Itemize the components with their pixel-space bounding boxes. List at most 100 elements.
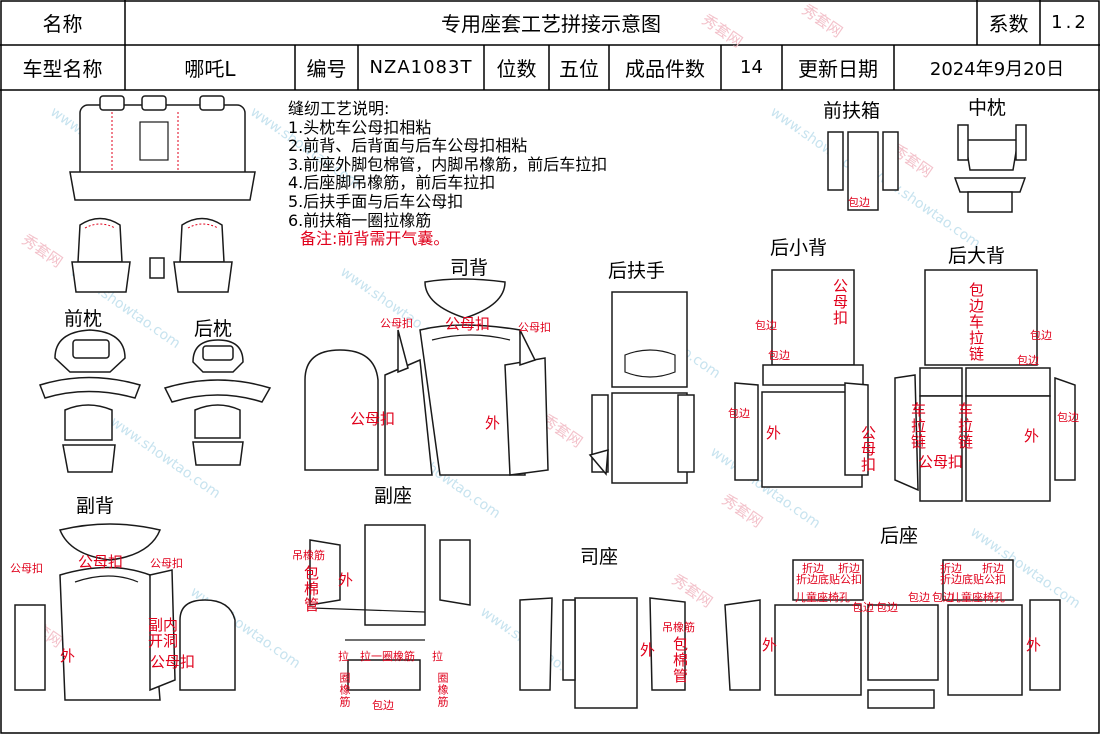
annot-snap: 公母扣 bbox=[150, 653, 196, 671]
label-rear-armrest: 后扶手 bbox=[608, 260, 666, 282]
passenger-back-pieces bbox=[14, 523, 236, 701]
seat-overview bbox=[69, 95, 256, 293]
annot-wrap-zipper: 包边车拉链 bbox=[967, 282, 985, 362]
pieces-label: 成品件数 bbox=[625, 57, 705, 81]
annot-circle-elastic: 圈橡筋 bbox=[338, 672, 351, 708]
annot-outside: 外 bbox=[338, 571, 354, 589]
annot-hem: 包边 bbox=[932, 591, 954, 604]
rear-seat-pieces bbox=[724, 559, 1061, 709]
label-rear-small-back: 后小背 bbox=[770, 237, 828, 259]
annot-hem: 包边 bbox=[372, 699, 394, 712]
annot-inner-airbag: 副内开洞 bbox=[148, 616, 179, 650]
label-front-armbox: 前扶箱 bbox=[823, 100, 881, 122]
annot-snap: 公母扣 bbox=[150, 557, 183, 570]
seats-value: 五位 bbox=[559, 57, 599, 81]
code-label: 编号 bbox=[306, 57, 347, 81]
sheet-title: 专用座套工艺拼接示意图 bbox=[441, 12, 661, 36]
sewing-notes: 缝纫工艺说明: 1.头枕车公母扣相粘 2.前背、后背面与后车公母扣相粘 3.前座… bbox=[288, 99, 608, 249]
name-label: 名称 bbox=[42, 12, 83, 36]
label-front-pillow: 前枕 bbox=[64, 308, 103, 330]
annot-snap: 公母扣 bbox=[380, 317, 413, 330]
annot-outside: 外 bbox=[1026, 636, 1042, 654]
label-driver-seat: 司座 bbox=[580, 546, 619, 568]
annot-hem: 包边 bbox=[876, 601, 898, 614]
annot-pull-elastic-loop: 拉一圈橡筋 bbox=[360, 650, 415, 663]
annot-side-hem: 包棉管 bbox=[671, 636, 689, 684]
annot-fold-edge: 折边 bbox=[802, 562, 824, 575]
model-label: 车型名称 bbox=[22, 57, 103, 81]
annot-hem: 包边 bbox=[1017, 354, 1039, 367]
rear-big-back-pieces bbox=[894, 269, 1076, 502]
coef-label: 系数 bbox=[988, 12, 1029, 36]
code-value: NZA1083T bbox=[369, 57, 473, 78]
notes-title: 缝纫工艺说明: bbox=[288, 99, 390, 118]
annot-hem: 包边 bbox=[1030, 329, 1052, 342]
front-pillow-pieces bbox=[39, 329, 141, 473]
rear-armrest-pieces bbox=[588, 291, 695, 484]
annot-fold-edge: 折边 bbox=[982, 562, 1004, 575]
label-passenger-seat: 副座 bbox=[374, 485, 413, 507]
notes-remark: 备注:前背需开气囊。 bbox=[300, 229, 450, 249]
passenger-seat-pieces bbox=[309, 524, 471, 691]
annot-child-seat-hole: 儿童座椅孔 bbox=[795, 591, 850, 604]
annot-snap: 公母扣 bbox=[518, 321, 551, 334]
annot-hem: 包边 bbox=[908, 591, 930, 604]
annot-pull: 拉 bbox=[338, 650, 349, 663]
pieces-value: 14 bbox=[740, 57, 763, 78]
annot-fold-edge: 折边 bbox=[838, 562, 860, 575]
annot-snap: 公母扣 bbox=[918, 453, 964, 471]
annot-hem: 包边 bbox=[852, 601, 874, 614]
coef-value: 1.2 bbox=[1051, 12, 1089, 33]
rear-pillow-pieces bbox=[163, 339, 272, 466]
annot-hem: 包边 bbox=[755, 319, 777, 332]
annot-circle-elastic: 圈橡筋 bbox=[436, 672, 449, 708]
front-armbox-pieces bbox=[827, 131, 899, 211]
annot-hang-elastic-v: 吊橡筋 bbox=[662, 621, 695, 634]
seats-label: 位数 bbox=[496, 57, 537, 81]
date-label: 更新日期 bbox=[798, 57, 878, 81]
driver-seat-pieces bbox=[519, 597, 686, 709]
middle-pillow-pieces bbox=[953, 124, 1027, 213]
annot-hem: 包边 bbox=[1057, 411, 1079, 424]
label-rear-pillow: 后枕 bbox=[194, 318, 233, 340]
label-rear-seat: 后座 bbox=[880, 525, 919, 547]
annot-hang-elastic: 吊橡筋 bbox=[292, 549, 325, 562]
driver-back-pieces bbox=[304, 278, 549, 476]
annot-child-seat-hole: 儿童座椅孔 bbox=[950, 591, 1005, 604]
note-item: 4.后座脚吊橡筋，前后车拉扣 bbox=[288, 173, 496, 193]
label-rear-big-back: 后大背 bbox=[948, 245, 1006, 267]
annot-fold-hem-snap: 折边底贴公扣 bbox=[796, 573, 862, 586]
annot-snap: 公母扣 bbox=[78, 553, 124, 571]
note-item: 6.前扶箱一圈拉橡筋 bbox=[288, 210, 432, 230]
annot-outside: 外 bbox=[1024, 427, 1040, 445]
model-value: 哪吒L bbox=[184, 57, 236, 81]
annot-fold-edge: 折边 bbox=[940, 562, 962, 575]
label-middle-pillow: 中枕 bbox=[968, 97, 1007, 119]
annot-outside: 外 bbox=[60, 647, 76, 665]
date-value: 2024年9月20日 bbox=[929, 58, 1065, 80]
annot-outside: 外 bbox=[766, 424, 782, 442]
note-item: 1.头枕车公母扣相粘 bbox=[288, 117, 432, 137]
annot-snap-vertical: 公母扣 bbox=[831, 278, 849, 326]
note-item: 3.前座外脚包棉管，内脚吊橡筋，前后车拉扣 bbox=[288, 154, 608, 174]
annot-outside: 外 bbox=[762, 636, 778, 654]
annot-hem: 包边 bbox=[728, 407, 750, 420]
annot-snap: 公母扣 bbox=[10, 562, 43, 575]
note-item: 5.后扶手面与后车公母扣 bbox=[288, 191, 464, 211]
label-driver-back: 司背 bbox=[450, 257, 489, 279]
annot-car-zipper: 车拉链 bbox=[909, 402, 927, 450]
annot-hem: 包边 bbox=[768, 349, 790, 362]
label-passenger-back: 副背 bbox=[76, 495, 115, 517]
annot-snap-vertical: 公母扣 bbox=[859, 425, 877, 473]
annot-outside: 外 bbox=[485, 414, 501, 432]
annot-snap: 公母扣 bbox=[445, 315, 491, 333]
note-item: 2.前背、后背面与后车公母扣相粘 bbox=[288, 136, 528, 156]
annot-hem: 包边 bbox=[848, 196, 870, 209]
annot-pull: 拉 bbox=[432, 650, 443, 663]
annot-fold-hem-snap: 折边底贴公扣 bbox=[940, 573, 1006, 586]
annot-snap: 公母扣 bbox=[350, 410, 396, 428]
annot-outside: 外 bbox=[640, 641, 656, 659]
